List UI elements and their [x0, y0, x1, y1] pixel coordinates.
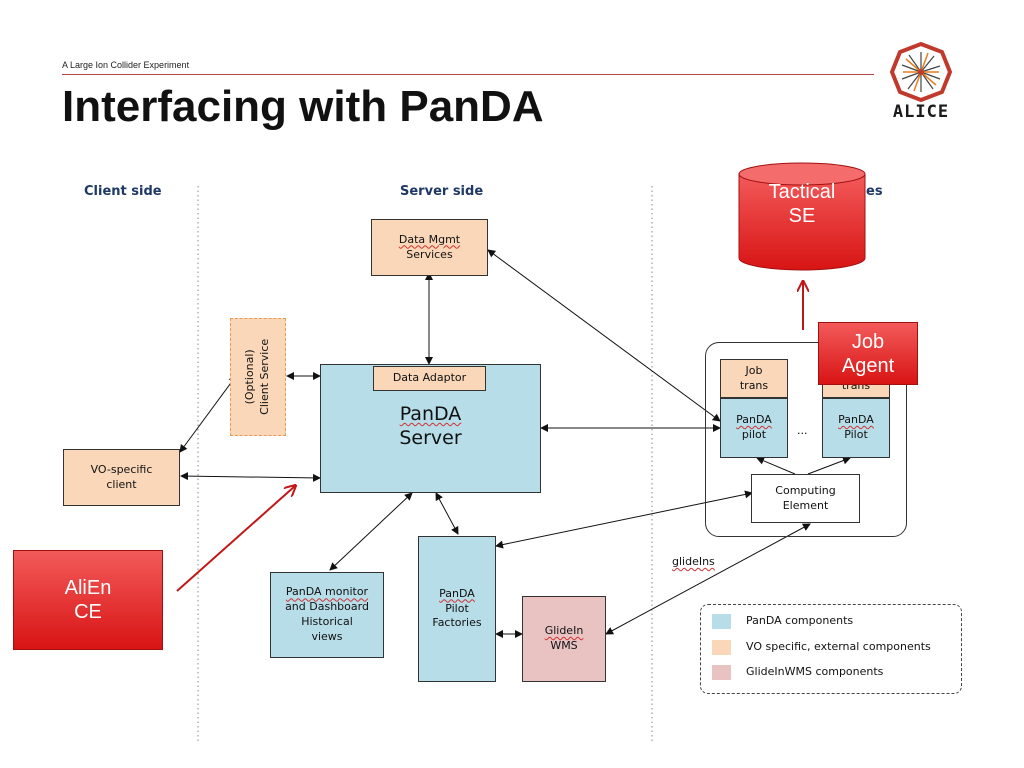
slide-subtitle: A Large Ion Collider Experiment [62, 60, 190, 70]
computing-label: Computing [775, 483, 836, 497]
gwms-label-line1: GlideIn [544, 624, 584, 638]
alice-emblem-icon [889, 41, 953, 103]
client-side-heading: Client side [84, 184, 162, 199]
pilots-ellipsis: ... [797, 424, 808, 437]
server-side-heading: Server side [400, 184, 484, 199]
slide-title: Interfacing with PanDA [62, 82, 544, 131]
legend-label-panda: PanDA components [746, 614, 854, 627]
job-trans-1-line1: Job [745, 363, 763, 377]
panda-pilot-factories-box: PanDA Pilot Factories [418, 536, 496, 682]
server-label: Server [399, 426, 462, 449]
tactical-se-cylinder: Tactical SE [738, 162, 866, 272]
legend-box [700, 604, 962, 694]
pilot-2-line1: PanDA [838, 413, 874, 427]
client-service-label: Client Service [258, 339, 271, 415]
site-container [705, 342, 907, 537]
glideins-label: glideIns [672, 555, 715, 568]
pilot-1-line2: pilot [741, 428, 767, 441]
alice-logo-text: ALICE [892, 102, 950, 122]
data-mgmt-label: Data Mgmt [398, 232, 461, 246]
client-label: client [106, 477, 137, 491]
panda-monitor-box: PanDA monitor and Dashboard Historical v… [270, 572, 384, 658]
gwms-label-line2: WMS [550, 639, 578, 652]
legend-label-vo: VO specific, external components [746, 640, 931, 653]
sites-heading-fragment: es [866, 184, 883, 199]
monitor-label-line4: views [311, 629, 343, 643]
legend-label-gwms: GlideInWMS components [746, 665, 884, 678]
vo-specific-label: VO-specific [90, 462, 153, 476]
panda-server-title: PanDA [399, 403, 462, 425]
tactical-label: Tactical [768, 181, 836, 203]
header-rule [62, 74, 874, 75]
pilot-2-line2: Pilot [844, 428, 868, 441]
se-label: SE [788, 205, 816, 227]
glidein-wms-box: GlideIn WMS [522, 596, 606, 682]
legend-swatch-gwms [712, 665, 731, 680]
legend-swatch-panda [712, 614, 731, 629]
monitor-label-line2: and Dashboard [285, 600, 369, 614]
monitor-label-line3: Historical [301, 615, 353, 628]
job-agent-line1: Job [851, 330, 885, 353]
legend-swatch-vo [712, 640, 731, 655]
alien-label: AliEn [64, 577, 112, 599]
alice-logo: ALICE [884, 41, 958, 132]
cylinder-icon [738, 162, 866, 271]
services-label: Services [406, 247, 453, 261]
job-agent-line2: Agent [841, 354, 895, 377]
monitor-label-line1: PanDA monitor [285, 585, 369, 599]
data-adaptor-box: Data Adaptor [373, 366, 486, 391]
data-adaptor-label: Data Adaptor [392, 371, 467, 385]
optional-client-service-box: (Optional) Client Service [230, 318, 286, 436]
pilot-1-line1: PanDA [736, 413, 772, 427]
optional-label: (Optional) [243, 349, 257, 405]
factories-label-line3: Factories [432, 616, 482, 630]
ce-label: CE [74, 601, 102, 623]
factories-label-line1: PanDA [439, 586, 475, 600]
element-label: Element [782, 498, 829, 512]
factories-label-line2: Pilot [445, 601, 469, 615]
job-trans-1-line2: trans [739, 378, 769, 392]
